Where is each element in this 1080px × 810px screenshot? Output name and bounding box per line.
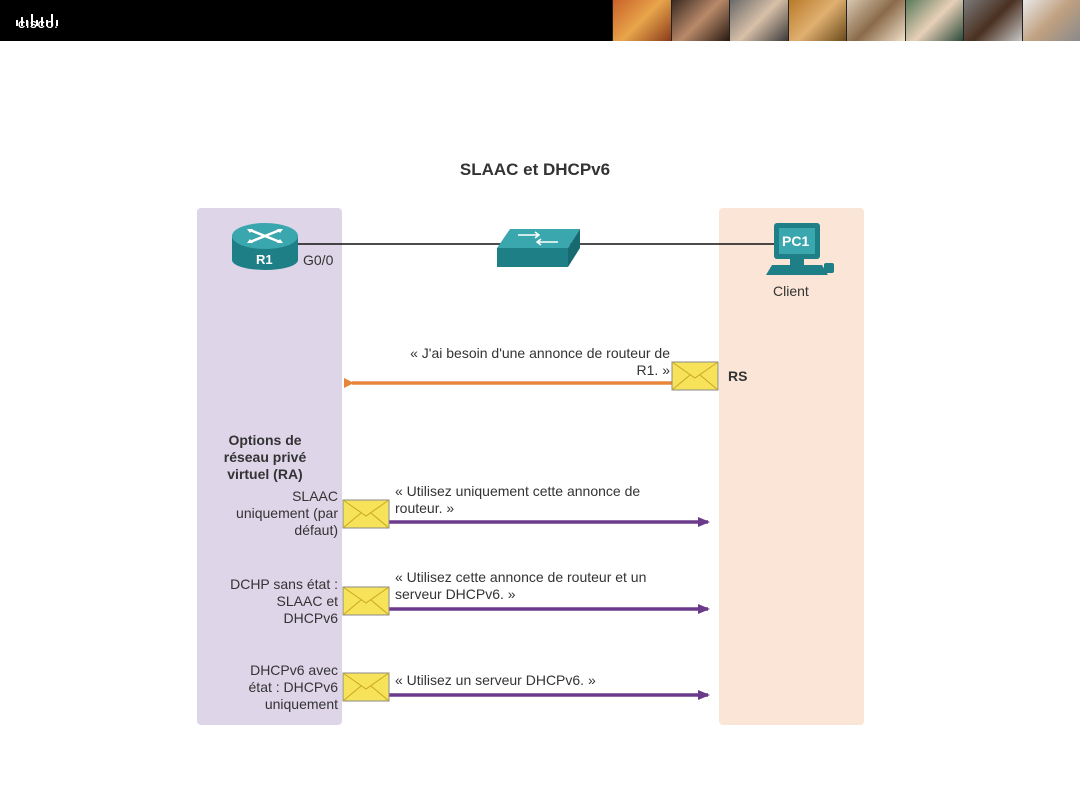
ra-option-message: « Utilisez cette annonce de routeur et u…: [395, 569, 715, 603]
option-label-line: DHCPv6 avec: [250, 662, 338, 678]
ra-heading-line: virtuel (RA): [227, 466, 303, 482]
option-message-line: « Utilisez cette annonce de routeur et u…: [395, 569, 647, 585]
cisco-logo-icon: [16, 14, 58, 26]
ra-heading-line: Options de: [228, 432, 302, 448]
ra-envelope-icon: [342, 499, 390, 529]
client-label: Client: [773, 283, 809, 299]
option-message-line: « Utilisez uniquement cette annonce de: [395, 483, 641, 499]
router-panel: [197, 208, 342, 725]
option-label-line: défaut): [294, 522, 338, 538]
rs-message-line: « J'ai besoin d'une annonce de routeur d…: [410, 345, 670, 361]
option-label-line: SLAAC: [292, 488, 338, 504]
option-message-line: « Utilisez un serveur DHCPv6. »: [395, 672, 596, 688]
interface-label: G0/0: [303, 252, 334, 268]
photo: [1021, 0, 1080, 41]
photo: [904, 0, 963, 41]
pc-label: PC1: [782, 233, 810, 249]
option-label-line: uniquement: [264, 696, 338, 712]
rs-label: RS: [728, 368, 748, 384]
ra-heading-line: réseau privé: [223, 449, 307, 465]
rs-envelope-icon: [671, 361, 719, 391]
router-label: R1: [256, 252, 273, 267]
ra-envelope-icon: [342, 672, 390, 702]
header-photo-strip: [612, 0, 1080, 41]
option-message-line: routeur. »: [395, 500, 455, 516]
photo: [729, 0, 788, 41]
photo: [612, 0, 671, 41]
photo: [670, 0, 729, 41]
rs-message: « J'ai besoin d'une annonce de routeur d…: [360, 345, 670, 379]
router-icon: [232, 223, 298, 270]
photo: [846, 0, 905, 41]
option-label-line: DHCPv6: [283, 610, 338, 626]
rs-message-line: R1. »: [636, 362, 670, 378]
option-label-line: DCHP sans état :: [230, 576, 338, 592]
client-panel: [719, 208, 864, 725]
cisco-logo-text: CISCO.: [18, 20, 59, 31]
switch-icon: [497, 229, 580, 267]
ra-options-heading: Options de réseau privé virtuel (RA): [205, 432, 325, 483]
diagram-title: SLAAC et DHCPv6: [459, 160, 611, 179]
photo: [963, 0, 1022, 41]
pc-icon: [766, 223, 834, 275]
option-label-line: uniquement (par: [236, 505, 338, 521]
header-bar: CISCO.: [0, 0, 1080, 41]
option-message-line: serveur DHCPv6. »: [395, 586, 516, 602]
ra-option-message: « Utilisez un serveur DHCPv6. »: [395, 672, 715, 689]
option-label-line: état : DHCPv6: [248, 679, 338, 695]
option-label-line: SLAAC et: [276, 593, 338, 609]
ra-envelope-icon: [342, 586, 390, 616]
photo: [787, 0, 846, 41]
ra-option-label: DHCPv6 avec état : DHCPv6 uniquement: [200, 662, 338, 713]
ra-option-label: DCHP sans état : SLAAC et DHCPv6: [200, 576, 338, 627]
ra-option-label: SLAAC uniquement (par défaut): [200, 488, 338, 539]
ra-option-message: « Utilisez uniquement cette annonce de r…: [395, 483, 715, 517]
